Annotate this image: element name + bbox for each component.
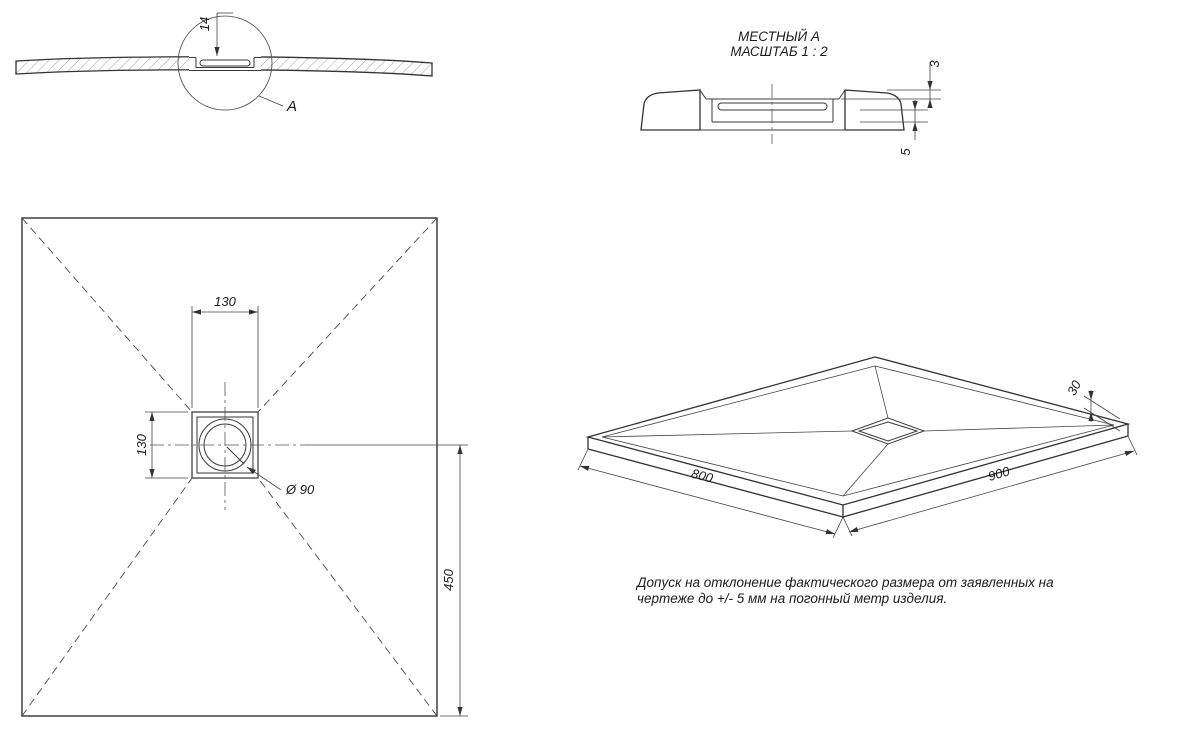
dim-800-text: 800 (690, 466, 716, 486)
dim-130h-arrow-bottom (149, 469, 155, 478)
dim-800-ext-right (832, 516, 844, 539)
dim-130h-arrow-top (149, 412, 155, 421)
detail-lid (717, 102, 828, 111)
dim-450-arrow-top (457, 445, 463, 454)
detail-slope-right (838, 89, 846, 100)
drain-lid-profile (199, 59, 251, 67)
dim-800-ext-left (577, 448, 589, 471)
section-view: A 14 (15, 12, 433, 115)
iso-drain-inner (857, 421, 919, 442)
plan-outline (21, 217, 438, 717)
dim-3-arrow-top (927, 81, 933, 90)
dim-900-text: 900 (986, 463, 1012, 484)
plan-diagonal-tr (257, 217, 438, 413)
iso-fold-bottom (842, 443, 889, 497)
isometric-view: 800 900 30 (577, 356, 1138, 539)
dim-30-text: 30 (1064, 377, 1084, 397)
detail-slope-left (699, 89, 707, 100)
dim-800-line (579, 465, 836, 535)
dim-30-ext-bottom (1083, 407, 1121, 432)
dim-3-text: 3 (927, 60, 942, 68)
dim-5-arrow-bottom (912, 122, 918, 131)
dim-130h-text: 130 (134, 433, 149, 455)
dim-130w-arrow-left (192, 309, 201, 315)
dim-dia90-text: Ø 90 (285, 482, 315, 497)
dim-5-text: 5 (898, 148, 913, 156)
drain-diagonal-tick (226, 446, 245, 465)
iso-bottom-left-edge (587, 448, 844, 518)
dim-450-text: 450 (441, 568, 456, 590)
plan-view: 130 130 Ø 90 450 (21, 217, 468, 717)
dim-130w-arrow-right (249, 309, 258, 315)
dim-900-ext-right (1127, 435, 1138, 456)
detail-a-leader (258, 95, 284, 107)
recess-mask (189, 48, 261, 82)
iso-bottom-right-edge (842, 435, 1129, 518)
iso-fold-left (601, 430, 853, 438)
detail-scale: МАСШТАБ 1 : 2 (730, 44, 828, 59)
detail-title: МЕСТНЫЙ А (738, 28, 820, 44)
dim-900-arrow-left (849, 527, 859, 533)
plan-diagonal-tl (21, 217, 193, 413)
dim-dia90-arrow (247, 467, 256, 475)
dim-130w-text: 130 (214, 294, 236, 309)
dim-30-arrow-bottom (1088, 412, 1094, 421)
dim-3-arrow-bottom (927, 99, 933, 108)
dim-900-line (848, 450, 1135, 533)
plan-diagonal-bl (21, 477, 193, 717)
dim-14-text: 14 (197, 17, 212, 31)
iso-fold-top (874, 365, 889, 419)
dim-800-arrow-left (580, 465, 590, 471)
dim-30-ext-top (1083, 395, 1121, 420)
dim-900-ext-left (842, 516, 853, 537)
detail-left-block (640, 89, 701, 131)
iso-drain-outer (850, 417, 926, 445)
dim-14-arrow (214, 47, 220, 56)
plan-diagonal-br (257, 477, 438, 717)
tolerance-note-line1: Допуск на отклонение фактического размер… (635, 575, 1054, 590)
tolerance-note: Допуск на отклонение фактического размер… (635, 575, 1054, 606)
detail-circle-a (177, 15, 273, 111)
dim-30-arrow-top (1088, 391, 1094, 400)
detail-view-a: МЕСТНЫЙ А МАСШТАБ 1 : 2 3 5 (640, 28, 942, 156)
tolerance-note-line2: чертеже до +/- 5 мм на погонный метр изд… (637, 591, 947, 606)
iso-fold-right (923, 424, 1115, 432)
section-strip-outline (15, 56, 433, 77)
detail-right-block (844, 89, 905, 131)
detail-a-label: A (286, 98, 297, 115)
dim-5-arrow-top (912, 101, 918, 110)
dim-900-arrow-right (1124, 450, 1134, 456)
dim-800-arrow-right (825, 529, 835, 535)
dim-450-arrow-bottom (457, 707, 463, 716)
